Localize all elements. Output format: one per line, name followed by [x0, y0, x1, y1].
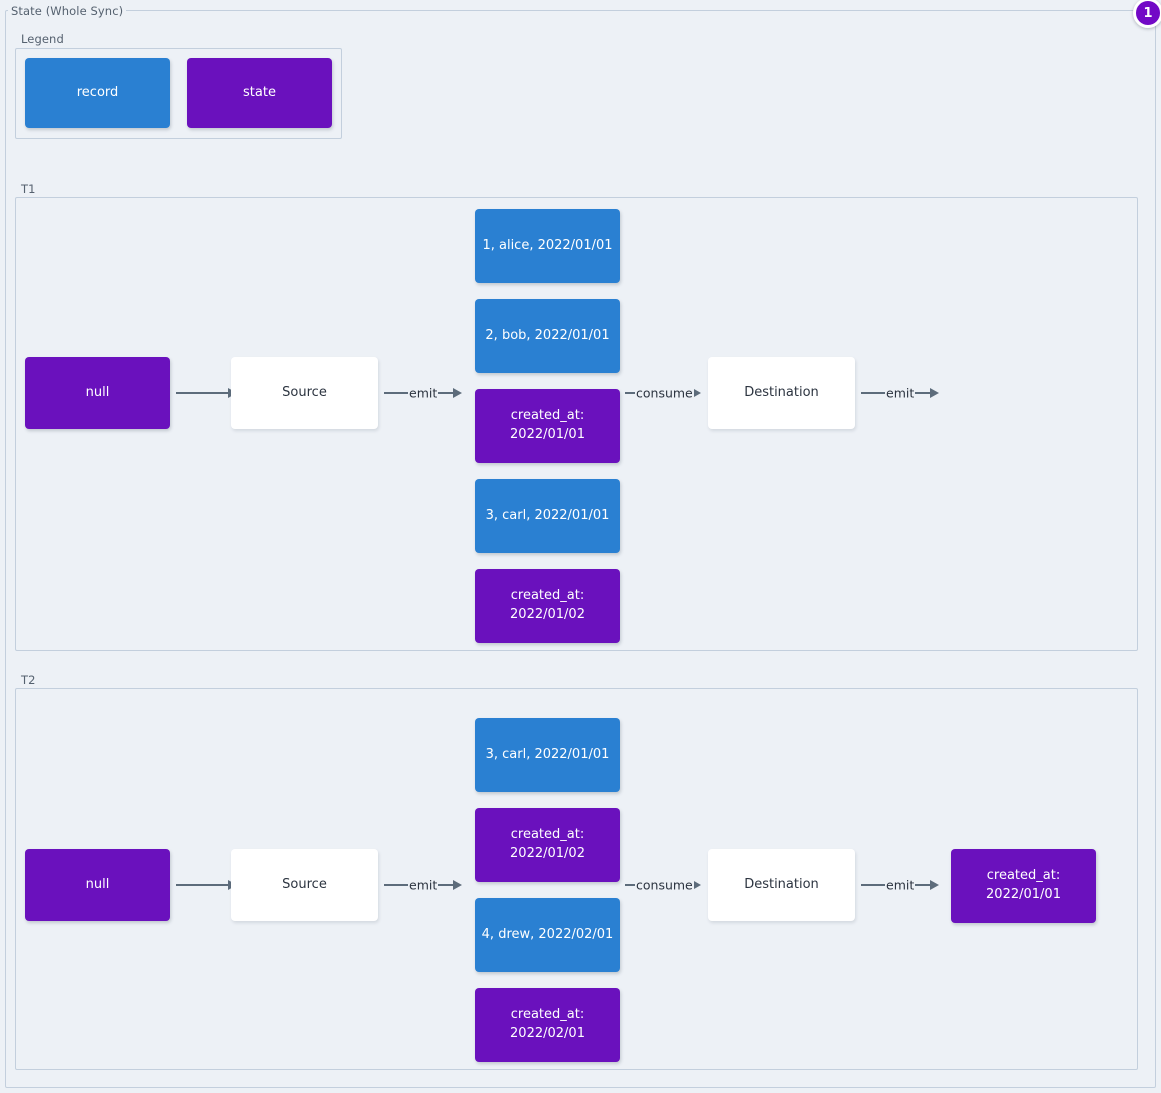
t1-edge-emit: emit — [384, 385, 463, 401]
t2-stream-state-2: created_at: 2022/02/01 — [475, 988, 620, 1062]
t2-edge-out-emit: emit — [861, 877, 940, 893]
t1-edge-start-to-source — [176, 385, 237, 401]
t1-group-label: T1 — [18, 182, 39, 196]
t1-emit-label: emit — [409, 385, 438, 400]
t1-stream-state-1: created_at: 2022/01/01 — [475, 389, 620, 463]
t2-stream-state-1: created_at: 2022/01/02 — [475, 808, 620, 882]
t1-start-state-node: null — [25, 357, 170, 429]
t1-consume-label: consume — [636, 385, 693, 400]
t2-consume-label: consume — [636, 877, 693, 892]
t1-stream-record-1: 1, alice, 2022/01/01 — [475, 209, 620, 283]
t2-source-node: Source — [231, 849, 378, 921]
t2-edge-consume: consume — [625, 877, 701, 893]
t2-group-label: T2 — [18, 673, 39, 687]
t2-edge-start-to-source — [176, 877, 237, 893]
legend-swatch-record: record — [25, 58, 170, 128]
t2-emit-label: emit — [409, 877, 438, 892]
t2-edge-emit: emit — [384, 877, 463, 893]
t2-stream-record-1: 3, carl, 2022/01/01 — [475, 718, 620, 792]
t2-out-emit-label: emit — [886, 877, 915, 892]
t2-destination-node: Destination — [708, 849, 855, 921]
t1-edge-out-emit: emit — [861, 385, 940, 401]
t1-source-node: Source — [231, 357, 378, 429]
legend-label: Legend — [18, 32, 67, 46]
t1-stream-record-2: 2, bob, 2022/01/01 — [475, 299, 620, 373]
t1-stream-state-2: created_at: 2022/01/02 — [475, 569, 620, 643]
t2-output-state-node: created_at: 2022/01/01 — [951, 849, 1096, 923]
t2-start-state-node: null — [25, 849, 170, 921]
t1-stream-record-3: 3, carl, 2022/01/01 — [475, 479, 620, 553]
legend-swatch-state: state — [187, 58, 332, 128]
page-title: State (Whole Sync) — [8, 4, 127, 18]
status-badge[interactable]: 1 — [1133, 0, 1161, 28]
t1-out-emit-label: emit — [886, 385, 915, 400]
t1-edge-consume: consume — [625, 385, 701, 401]
t1-destination-node: Destination — [708, 357, 855, 429]
t2-stream-record-2: 4, drew, 2022/02/01 — [475, 898, 620, 972]
